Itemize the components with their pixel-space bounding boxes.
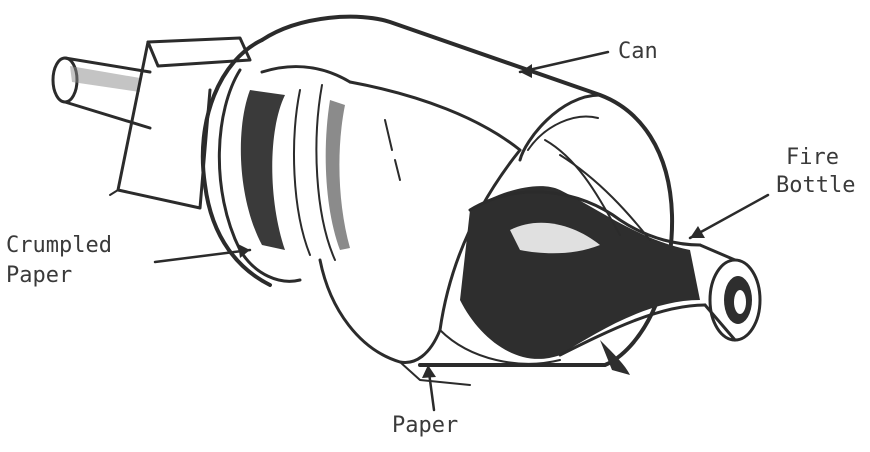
fire-bottle bbox=[460, 186, 760, 359]
fire-bottle-leader bbox=[690, 195, 768, 238]
shaft bbox=[53, 58, 150, 128]
can-leader bbox=[520, 52, 608, 72]
crumpled-paper-label-line1: Crumpled bbox=[6, 232, 112, 259]
fire-bottle-label-line1: Fire bbox=[786, 144, 839, 171]
can-label: Can bbox=[618, 38, 658, 65]
fire-bottle-label-line2: Bottle bbox=[776, 172, 855, 199]
mounting-block bbox=[110, 38, 250, 208]
crumpled-paper-label-line2: Paper bbox=[6, 262, 72, 289]
paper-label: Paper bbox=[392, 412, 458, 439]
